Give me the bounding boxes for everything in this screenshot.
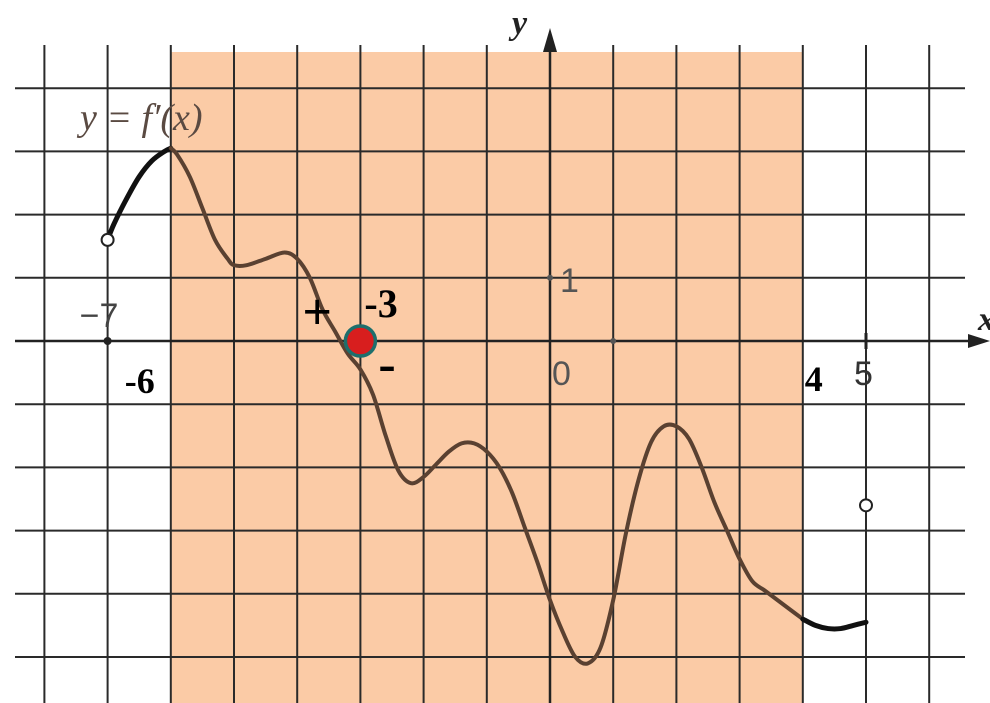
annotation-interval-right: 4 [805, 359, 823, 399]
curve-in-shade [168, 146, 805, 666]
open-endpoint-left [100, 232, 115, 247]
tick-mark-x-minus7 [103, 337, 112, 345]
curve-post-shade [800, 616, 869, 632]
tick-mark-y-1 [547, 274, 553, 281]
y-axis-arrow [543, 28, 557, 52]
x-tick-label-5: 5 [854, 355, 873, 393]
tick-marks [103, 274, 868, 349]
x-tick-label-0: 0 [552, 355, 571, 393]
open-endpoint-right [859, 498, 873, 513]
x-tick-label-minus7: −7 [80, 297, 119, 335]
marked-point [343, 324, 378, 358]
x-axis-arrow [968, 334, 990, 348]
annotation-sign-plus: + [302, 284, 332, 341]
y-axis-label: y [508, 5, 528, 42]
annotation-point-label: -3 [364, 281, 397, 326]
tick-mark-x-1 [610, 338, 617, 344]
annotation-sign-minus: - [378, 336, 395, 393]
function-label: y = f′(x) [76, 97, 203, 139]
curve-pre-shade [105, 145, 174, 243]
x-axis-label: x [977, 301, 990, 338]
annotation-interval-left: -6 [125, 361, 155, 401]
y-tick-label-1: 1 [560, 262, 579, 300]
